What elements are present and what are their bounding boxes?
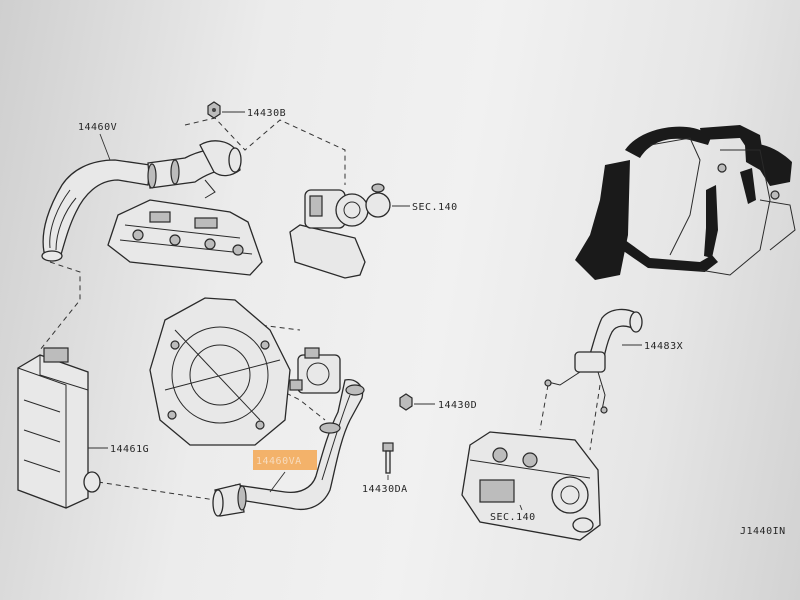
valve-cover <box>107 199 263 276</box>
highlighted-part-label[interactable]: 14460VA <box>253 450 317 470</box>
label-14430da: 14430DA <box>362 484 408 495</box>
label-sec140-bottom: SEC.140 <box>490 512 536 523</box>
highlight-box <box>253 450 317 470</box>
label-14430b: 14430B <box>247 108 286 119</box>
bolt-14430d <box>399 393 435 411</box>
figure-code: J1440IN <box>740 526 786 537</box>
label-14460va: 14460VA <box>256 456 302 467</box>
turbocharger-top <box>289 183 410 279</box>
vehicle-location-silhouette <box>575 125 796 280</box>
bolt-14430da <box>382 442 394 480</box>
label-14483x: 14483X <box>644 341 683 352</box>
label-14460v: 14460V <box>78 122 117 133</box>
engine-assembly <box>461 431 601 541</box>
bellhousing <box>149 297 291 446</box>
right-hose <box>544 308 643 414</box>
leader-14460va <box>269 471 286 493</box>
label-sec140-top: SEC.140 <box>412 202 458 213</box>
label-14430d: 14430D <box>438 400 477 411</box>
throttle-body <box>289 347 341 394</box>
upper-intake-hose <box>41 140 242 262</box>
leader-14460v <box>99 133 111 161</box>
lower-intake-hose <box>212 379 365 517</box>
label-14461g: 14461G <box>110 444 149 455</box>
intercooler <box>17 347 108 509</box>
nut-14430b <box>207 101 245 119</box>
